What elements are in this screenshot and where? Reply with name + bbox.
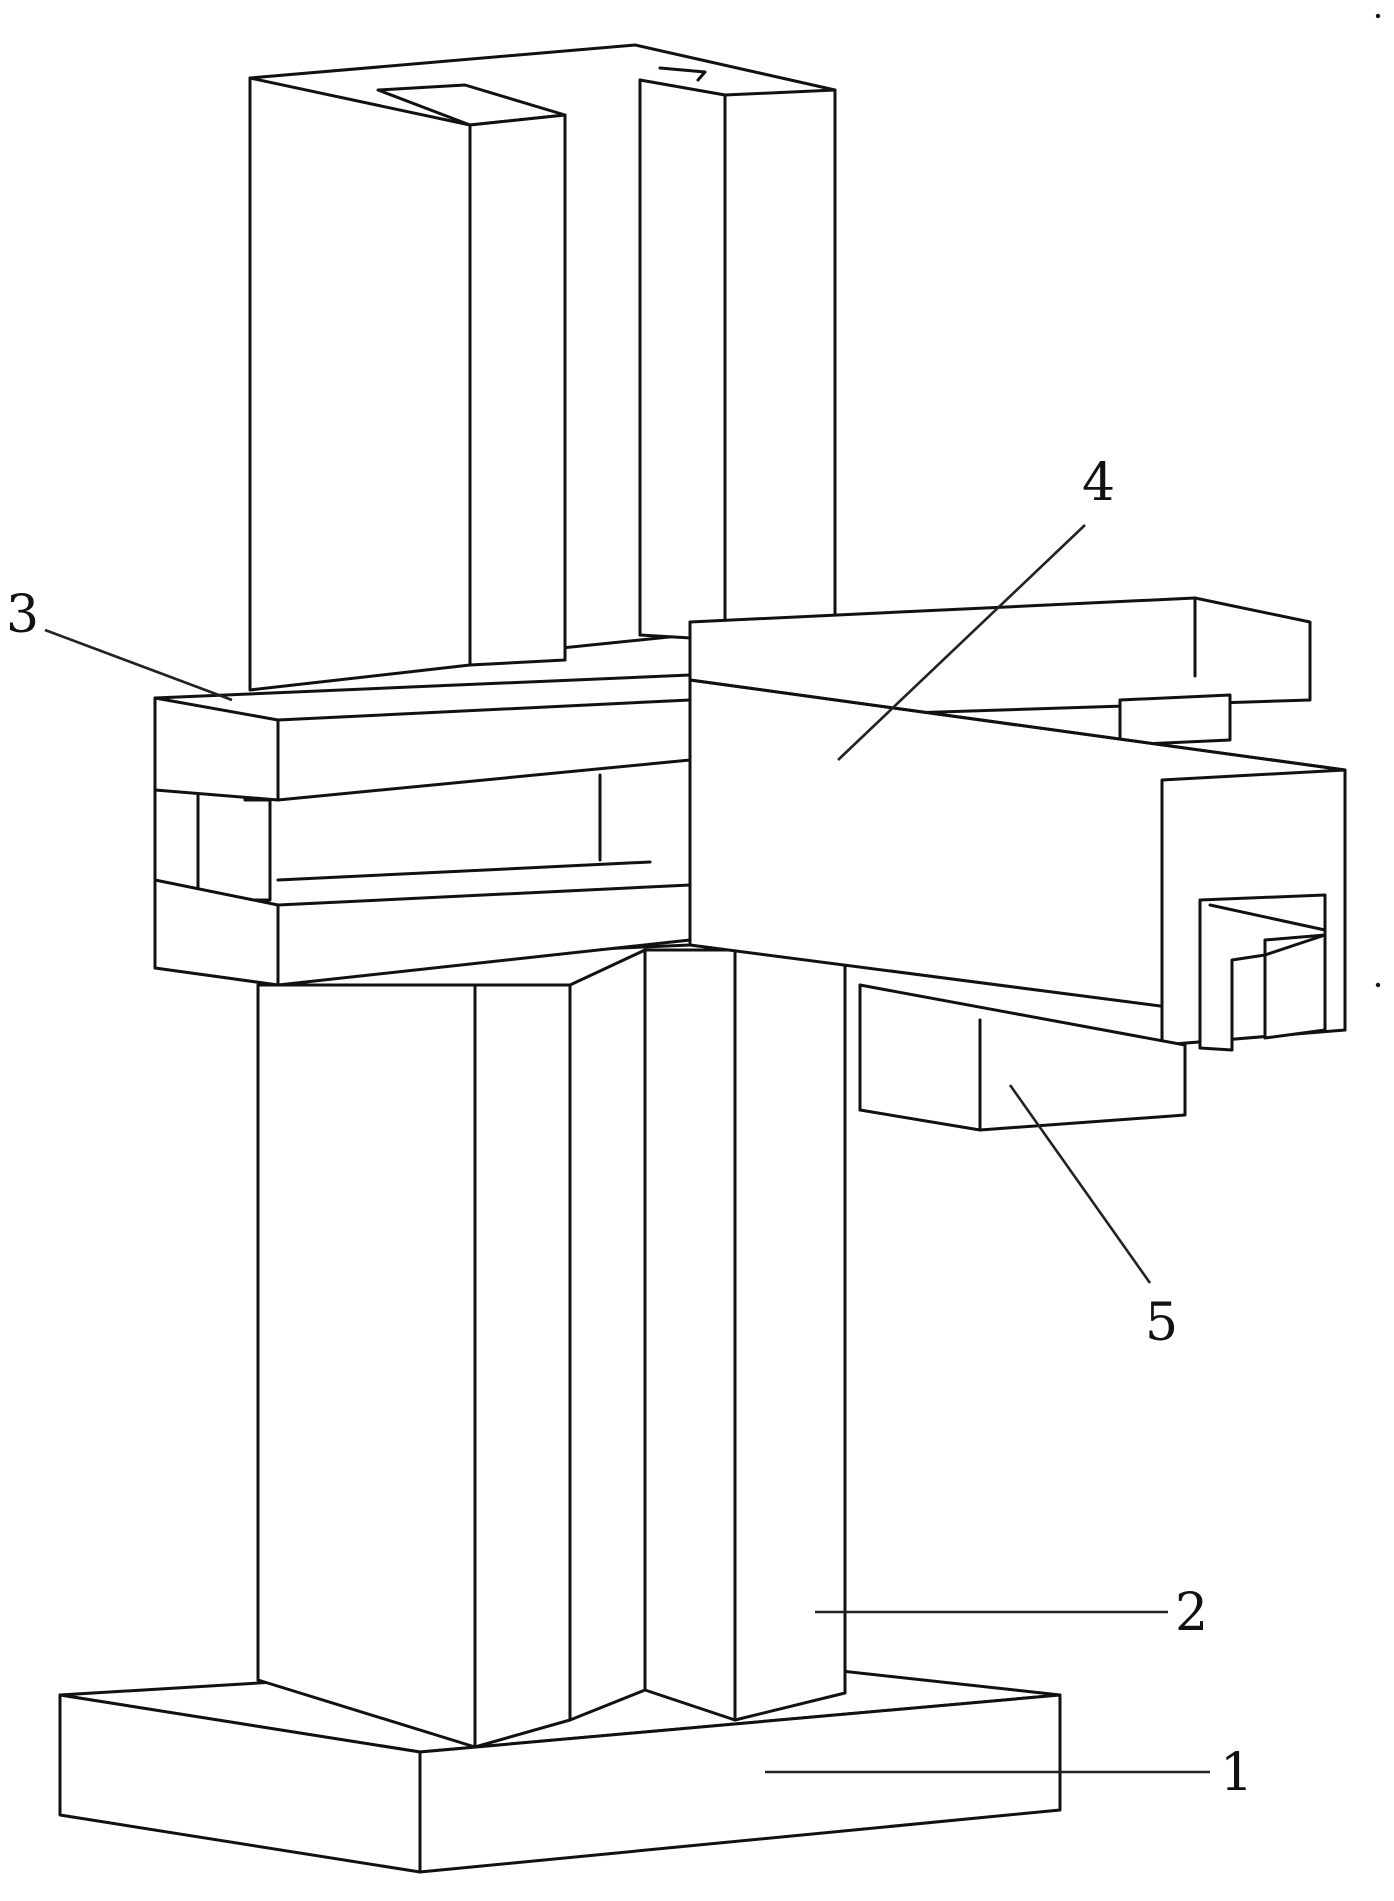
horizontal-carriage (155, 675, 690, 985)
callout-label-4: 4 (1082, 453, 1115, 513)
callout-label-5: 5 (1145, 1293, 1178, 1353)
leader-3 (45, 630, 232, 700)
vertical-column-lower (258, 950, 845, 1747)
callout-label-3: 3 (6, 585, 39, 645)
tool-block (860, 985, 1185, 1130)
callout-label-1: 1 (1220, 1743, 1253, 1803)
scan-marks (1376, 14, 1380, 987)
vertical-column-upper (250, 45, 835, 690)
callout-label-2: 2 (1175, 1583, 1208, 1643)
